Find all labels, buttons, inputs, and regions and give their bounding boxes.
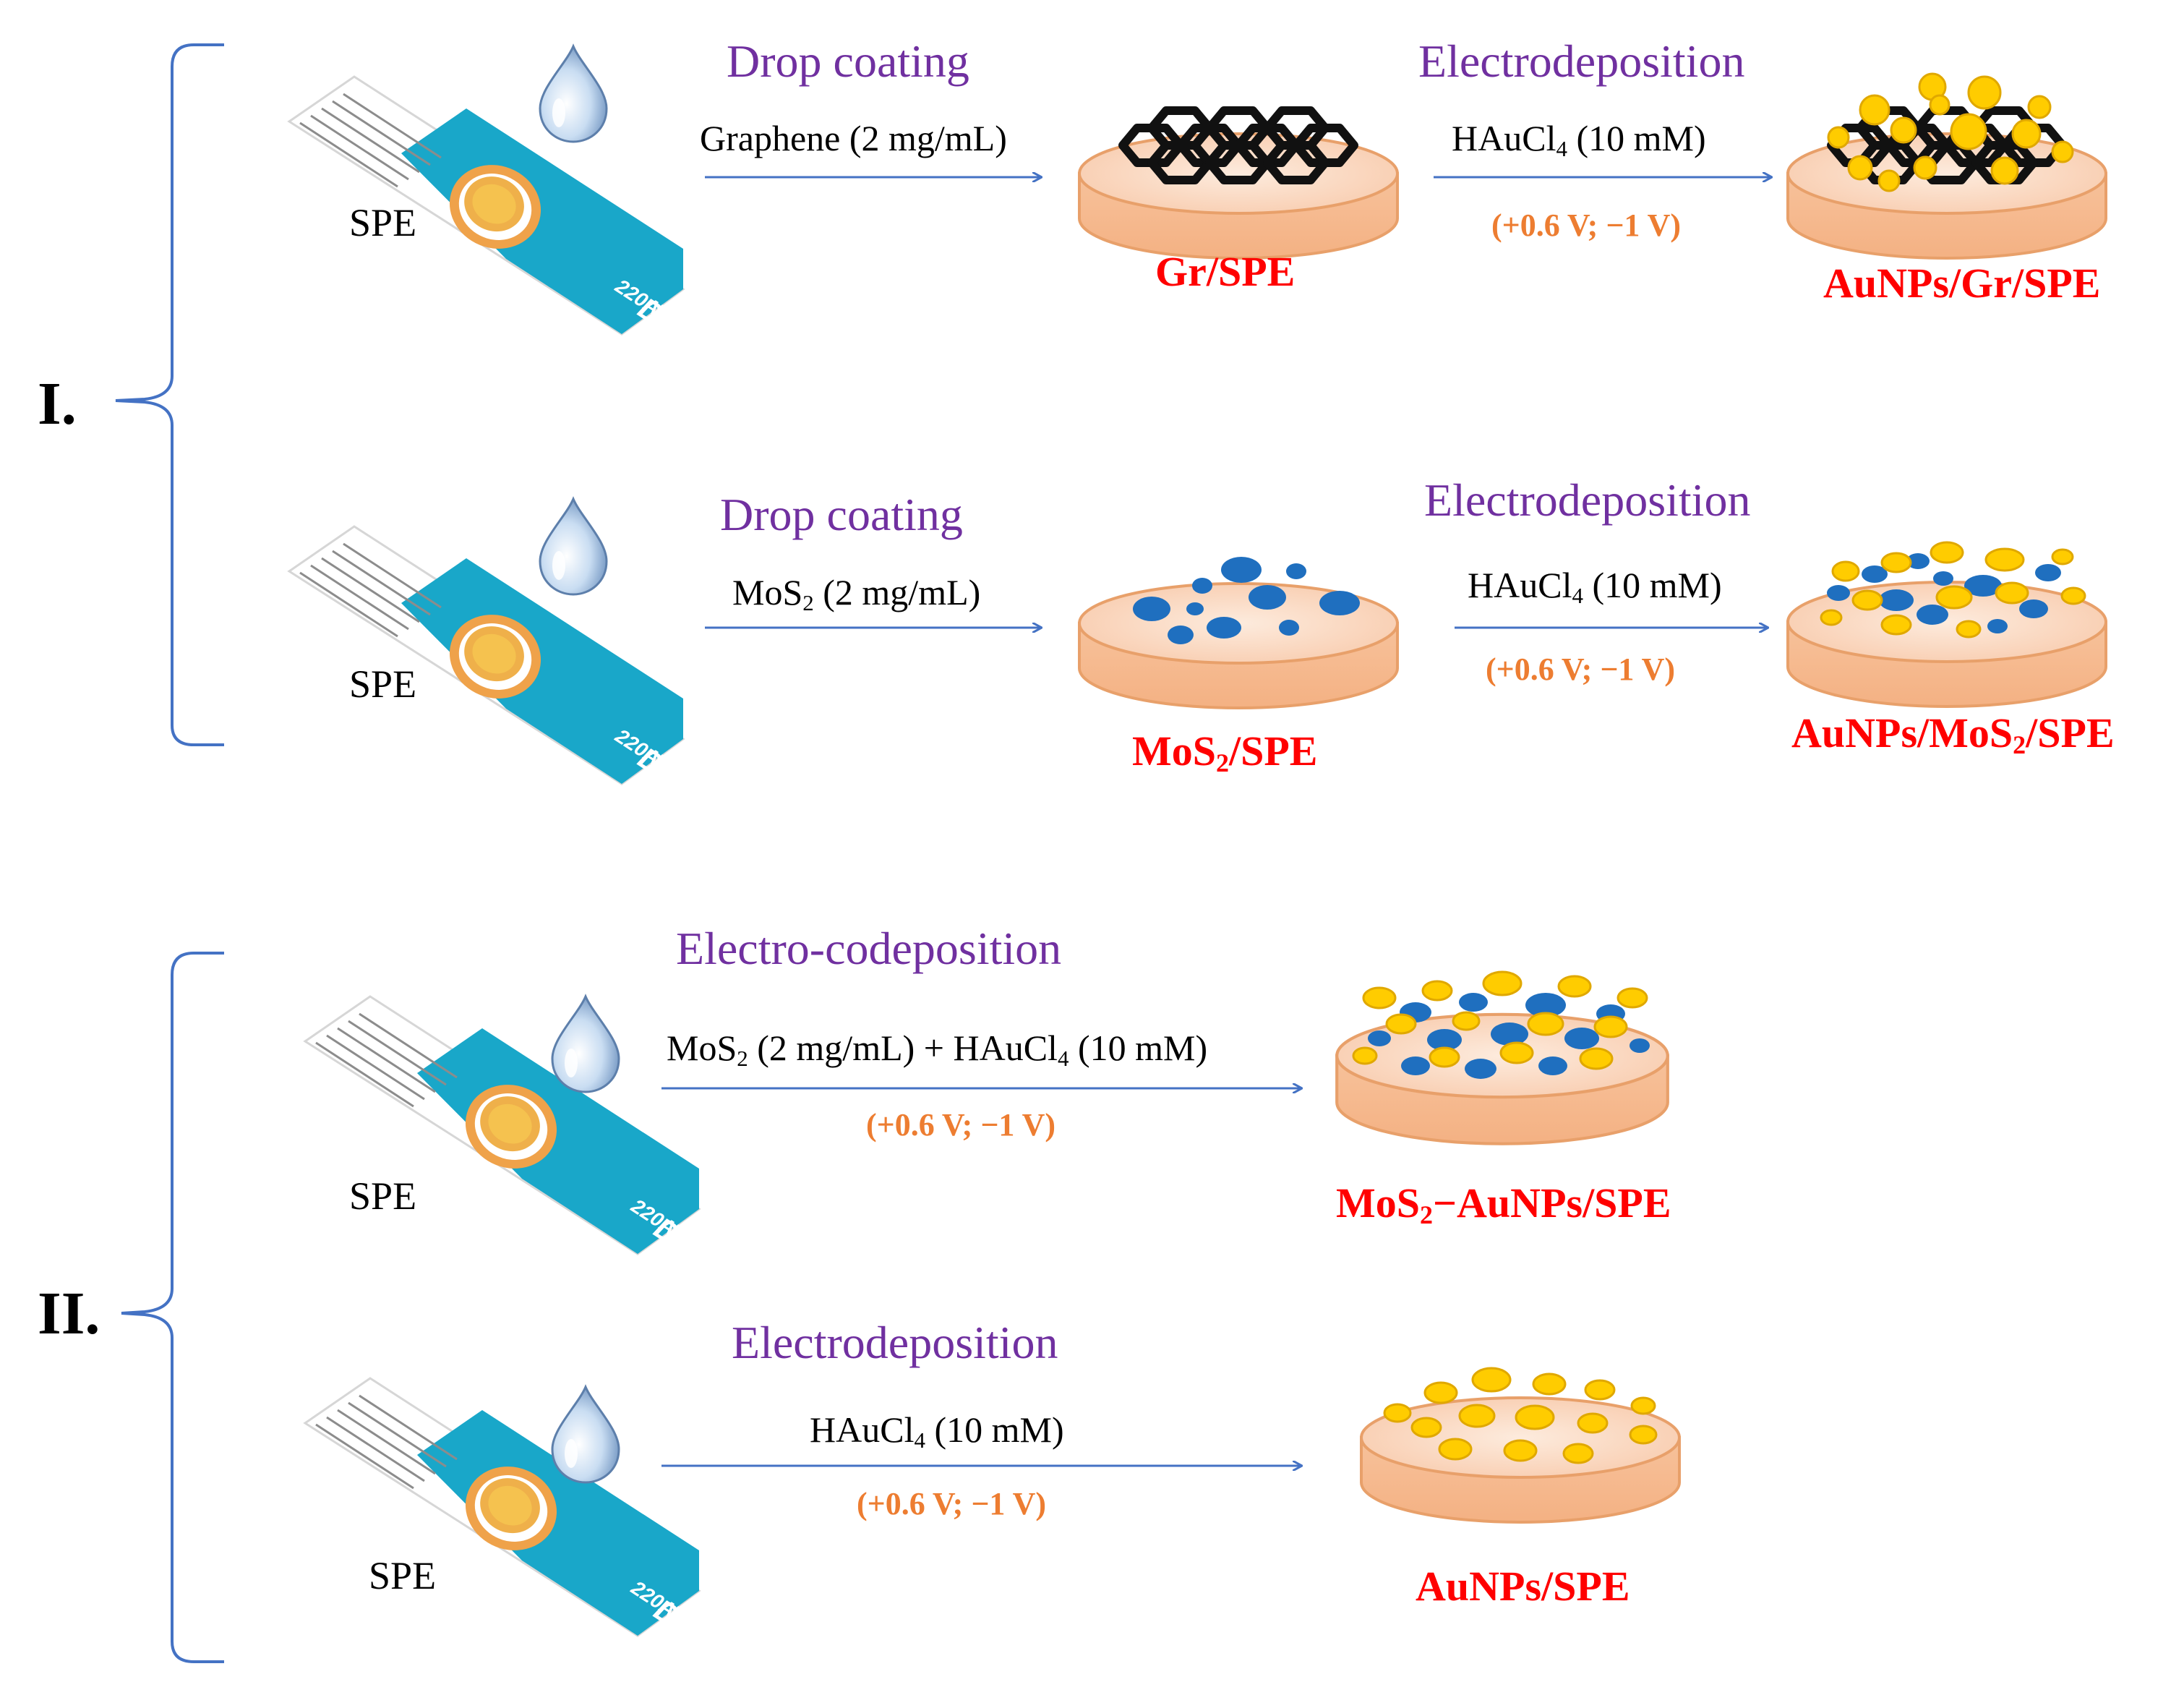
disk-aunps-spe — [1360, 1367, 1681, 1524]
product-label: AuNPs/SPE — [1416, 1563, 1630, 1610]
reagent-label: MoS2 (2 mg/mL) — [732, 572, 981, 615]
product-label: Gr/SPE — [1155, 248, 1296, 295]
product-label: MoS2/SPE — [1132, 727, 1318, 777]
droplet-icon — [551, 1386, 620, 1484]
potential-label: (+0.6 V; −1 V) — [857, 1486, 1047, 1521]
product-label: AuNPs/Gr/SPE — [1823, 260, 2101, 307]
reagent-label: HAuCl4 (10 mM) — [1452, 118, 1706, 161]
reagent-label: Graphene (2 mg/mL) — [700, 118, 1007, 158]
section-2-numeral: II. — [38, 1280, 100, 1347]
potential-label: (+0.6 V; −1 V) — [1486, 652, 1676, 687]
step-method-label: Electrodeposition — [1418, 35, 1745, 87]
spe-strip-illustration — [288, 33, 690, 342]
spe-label: SPE — [349, 662, 417, 706]
disk-aunps-gr-spe — [1786, 72, 2107, 260]
reagent-label: MoS2 (2 mg/mL) + HAuCl4 (10 mM) — [667, 1028, 1208, 1071]
disk-mos2-aunps-spe — [1337, 970, 1668, 1144]
reagent-label: HAuCl4 (10 mM) — [1468, 565, 1722, 608]
step-method-label: Electrodeposition — [1424, 474, 1751, 526]
step-method-label: Drop coating — [720, 489, 963, 540]
spe-label: SPE — [349, 1174, 417, 1218]
droplet-icon — [539, 45, 608, 143]
step-method-label: Electro-codeposition — [676, 923, 1062, 974]
brace-section-1 — [115, 43, 224, 746]
step-method-label: Electrodeposition — [732, 1317, 1058, 1368]
droplet-icon — [539, 498, 608, 596]
potential-label: (+0.6 V; −1 V) — [1491, 208, 1682, 243]
brace-section-2 — [121, 952, 224, 1663]
reagent-label: HAuCl4 (10 mM) — [810, 1409, 1064, 1453]
spe-strip-illustration — [304, 1335, 706, 1644]
disk-gr-spe — [1078, 111, 1399, 260]
step-method-label: Drop coating — [727, 35, 969, 87]
product-label: MoS2−AuNPs/SPE — [1336, 1179, 1671, 1229]
product-label: AuNPs/MoS2/SPE — [1791, 709, 2115, 759]
disk-aunps-mos2-spe — [1786, 541, 2107, 708]
spe-label: SPE — [349, 201, 417, 244]
section-1-numeral: I. — [38, 370, 77, 437]
spe-label: SPE — [369, 1554, 437, 1597]
potential-label: (+0.6 V; −1 V) — [866, 1107, 1056, 1143]
spe-strip-illustration — [288, 483, 690, 792]
droplet-icon — [551, 995, 620, 1093]
disk-mos2-spe — [1078, 557, 1399, 709]
